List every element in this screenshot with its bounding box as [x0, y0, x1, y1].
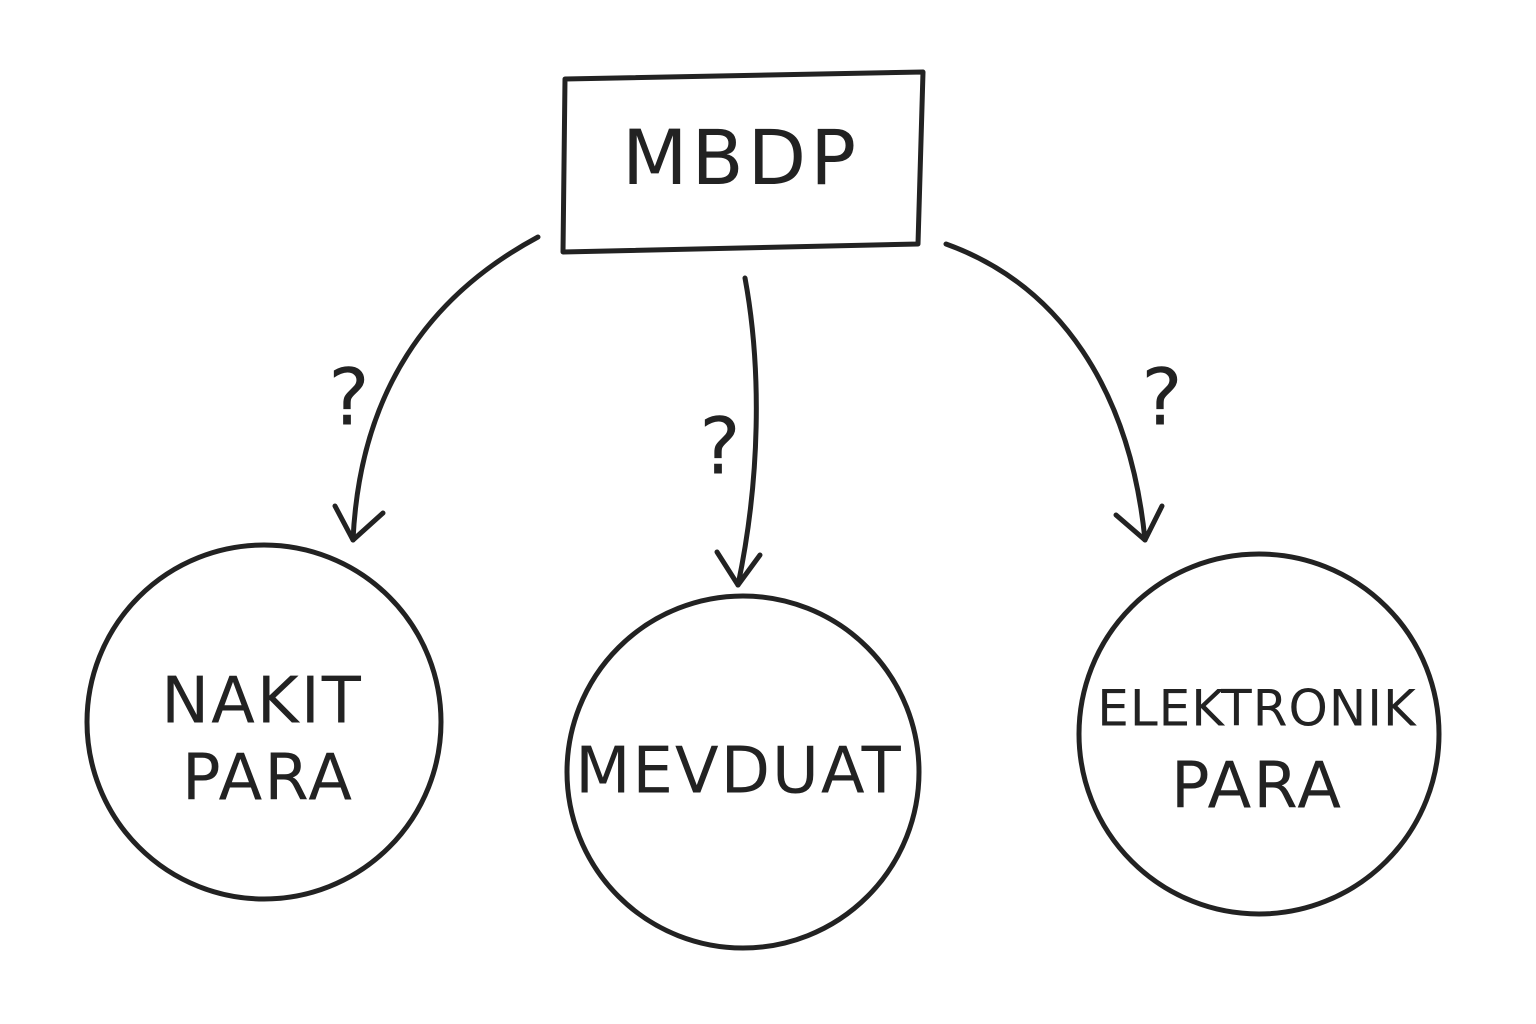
- node-elektronik-para-line-1: ELEKTRONIK: [1097, 680, 1417, 738]
- root-node: MBDP: [560, 69, 926, 255]
- edge-mevduat-arrowhead: [714, 549, 763, 588]
- edge-elektronik-para-arrowhead: [1113, 503, 1165, 543]
- node-nakit-para-line-1: NAKIT: [161, 665, 363, 739]
- edge-mevduat-label: ?: [699, 402, 740, 492]
- node-mevduat-line-1: MEVDUAT: [575, 735, 902, 809]
- edge-nakit-para-label: ?: [328, 353, 369, 443]
- node-elektronik-para: ELEKTRONIK PARA: [1076, 551, 1442, 917]
- node-elektronik-para-circle: [1076, 551, 1442, 917]
- node-nakit-para-circle: [84, 542, 444, 902]
- node-mevduat-circle: [564, 593, 922, 951]
- edge-nakit-para-arrowhead: [332, 503, 386, 543]
- edge-mevduat: ?: [699, 275, 763, 588]
- edge-elektronik-para-line: [943, 241, 1148, 543]
- node-nakit-para: NAKIT PARA: [84, 542, 444, 902]
- edge-elektronik-para: ?: [943, 241, 1183, 543]
- node-mevduat: MEVDUAT: [564, 593, 922, 951]
- edge-nakit-para-line: [350, 234, 541, 543]
- edge-nakit-para: ?: [328, 234, 541, 543]
- node-elektronik-para-line-2: PARA: [1171, 750, 1343, 824]
- root-label: MBDP: [622, 113, 860, 202]
- edge-elektronik-para-label: ?: [1141, 353, 1182, 443]
- edge-mevduat-line: [735, 275, 759, 588]
- node-nakit-para-line-2: PARA: [182, 742, 354, 816]
- root-box: [560, 69, 926, 255]
